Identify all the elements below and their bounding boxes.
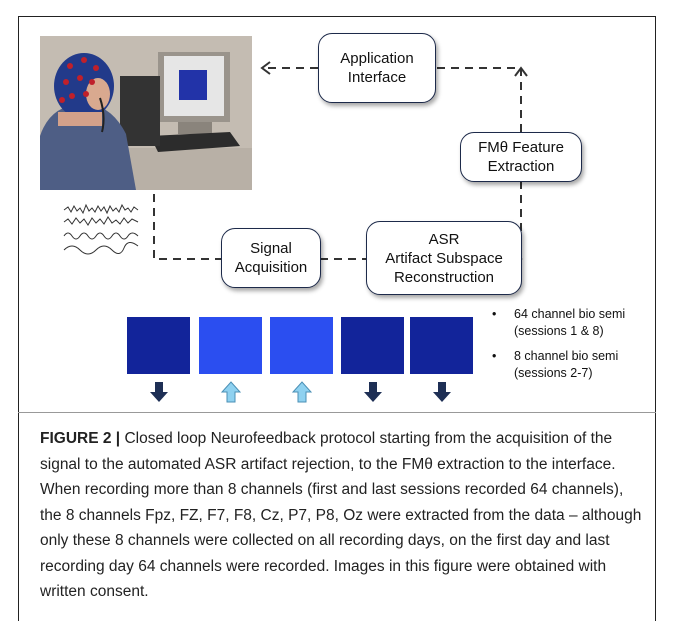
- list-item: • 64 channel bio semi (sessions 1 & 8): [492, 306, 662, 340]
- flow-connectors: [153, 61, 528, 266]
- signal-acquisition-line-1: Signal: [250, 240, 292, 257]
- application-interface-line-1: Application: [340, 50, 414, 67]
- bullet-symbol: •: [492, 307, 497, 321]
- bullet-line: (sessions 1 & 8): [514, 324, 604, 338]
- arrowhead-left-to-photo: [260, 61, 271, 75]
- figure-caption: FIGURE 2 | Closed loop Neurofeedback pro…: [40, 426, 646, 605]
- asr-line-1: ASR: [428, 230, 460, 248]
- feedback-tile-2: [199, 317, 262, 374]
- frame-left-border: [18, 16, 19, 621]
- application-interface-line-2: Interface: [347, 69, 407, 86]
- application-interface-box: Application Interface: [318, 33, 436, 103]
- subject-photo-illustration: [40, 36, 252, 190]
- fm-feature-extraction-box: FMθ Feature Extraction: [460, 132, 582, 182]
- arrowhead-up-to-interface: [514, 66, 528, 77]
- bullet-line: 8 channel bio semi: [514, 349, 619, 363]
- feedback-tile-3: [270, 317, 333, 374]
- connector-photo-to-signal: [153, 194, 221, 260]
- asr-line-3: Reconstruction: [393, 268, 495, 286]
- connector-fm-to-interface: [435, 67, 522, 132]
- asr-line-2: Artifact Subspace: [385, 249, 503, 267]
- feedback-tile-4: [341, 317, 404, 374]
- arrow-down-icon: [433, 382, 451, 402]
- signal-acquisition-line-2: Acquisition: [234, 259, 308, 276]
- frame-right-border: [655, 16, 656, 621]
- bullet-symbol: •: [492, 349, 497, 363]
- fm-feature-extraction-line-1: FMθ Feature: [478, 139, 564, 156]
- recording-setup-list: • 64 channel bio semi (sessions 1 & 8) •…: [492, 306, 662, 390]
- caption-separator: [18, 412, 656, 413]
- arrow-down-icon: [150, 382, 168, 402]
- subject-photo: [40, 36, 252, 190]
- arrow-up-icon: [221, 381, 241, 403]
- signal-acquisition-box: Signal Acquisition: [221, 228, 321, 288]
- eeg-waveform-icon: [63, 203, 139, 255]
- fm-feature-extraction-line-2: Extraction: [487, 158, 555, 175]
- asr-box: ASR Artifact Subspace Reconstruction: [366, 221, 522, 295]
- frame-top-border: [18, 16, 656, 17]
- caption-text: Closed loop Neurofeedback protocol start…: [40, 430, 642, 600]
- feedback-tile-1: [127, 317, 190, 374]
- figure-label: FIGURE 2 |: [40, 430, 121, 447]
- bullet-line: (sessions 2-7): [514, 366, 593, 380]
- list-item: • 8 channel bio semi (sessions 2-7): [492, 348, 662, 382]
- arrow-up-icon: [292, 381, 312, 403]
- feedback-tile-5: [410, 317, 473, 374]
- bullet-line: 64 channel bio semi: [514, 307, 626, 321]
- arrow-down-icon: [364, 382, 382, 402]
